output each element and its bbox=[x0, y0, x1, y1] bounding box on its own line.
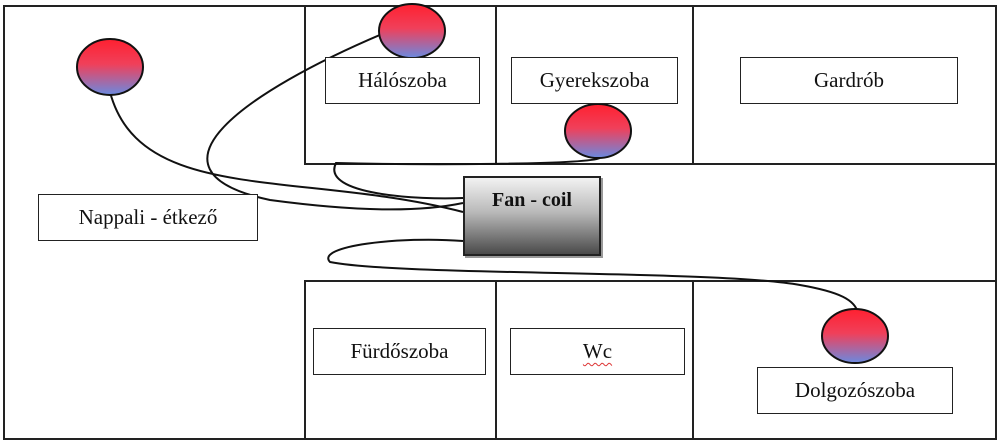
room-label-dolgozo: Dolgozószoba bbox=[757, 367, 953, 414]
room-label-wc: Wc bbox=[510, 328, 685, 375]
room-label-wc-text: Wc bbox=[582, 339, 613, 363]
top-rooms-wall bbox=[304, 6, 996, 165]
room-label-gyerek: Gyerekszoba bbox=[511, 57, 678, 104]
sensor-gyerek bbox=[564, 103, 632, 159]
wire-dolgozo-sensor bbox=[327, 238, 859, 314]
room-label-halo: Hálószoba bbox=[325, 57, 480, 104]
fan-coil-unit: Fan - coil bbox=[463, 176, 601, 256]
outer-wall bbox=[3, 5, 997, 440]
room-label-nappali: Nappali - étkező bbox=[38, 194, 258, 241]
fan-coil-label: Fan - coil bbox=[492, 189, 572, 211]
wire-nappali-sensor bbox=[109, 91, 464, 213]
room-label-gardrob: Gardrób bbox=[740, 57, 958, 104]
wire-halo-sensor bbox=[206, 33, 464, 211]
sensor-halo bbox=[378, 3, 446, 59]
sensor-nappali bbox=[76, 38, 144, 96]
wire-gyerek-sensor bbox=[333, 157, 601, 200]
room-label-furdo: Fürdőszoba bbox=[313, 328, 486, 375]
sensor-dolgozo bbox=[821, 308, 889, 364]
